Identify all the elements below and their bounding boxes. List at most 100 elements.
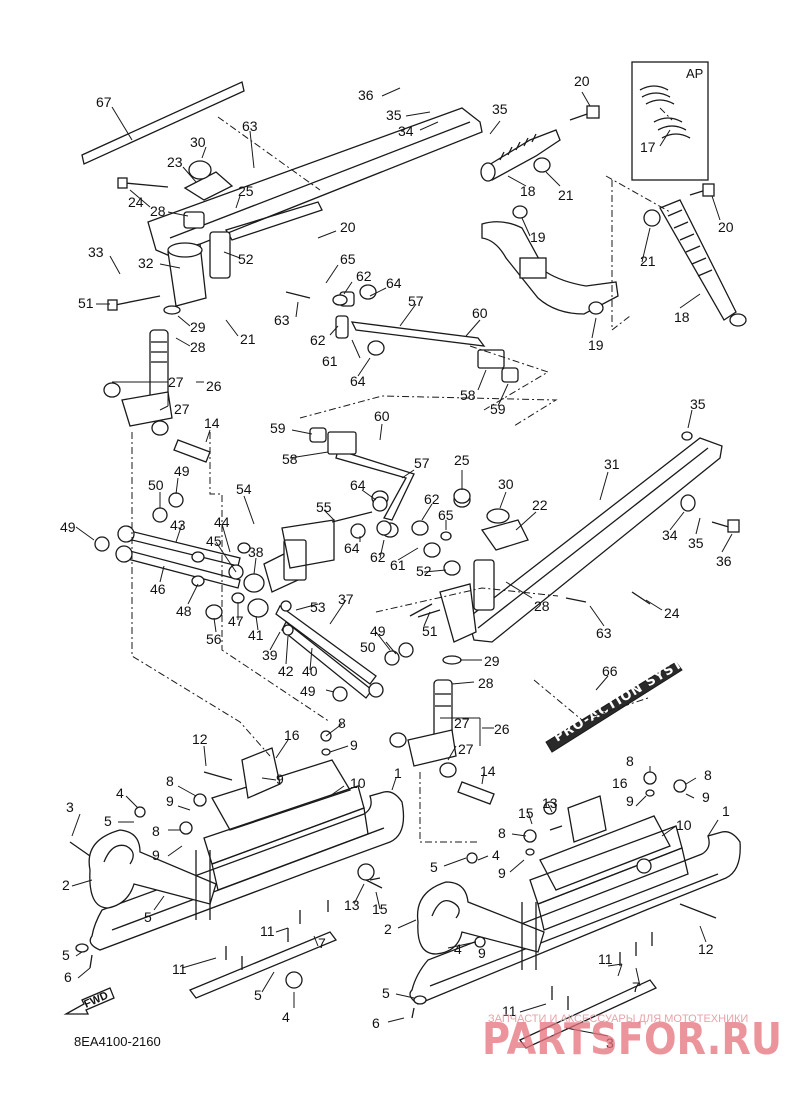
callout-4: 4 [116, 785, 124, 801]
decal-text: PRO-ACTION SYSTEM [551, 644, 706, 745]
callout-14: 14 [204, 415, 220, 431]
callout-50: 50 [148, 477, 164, 493]
callout-20: 20 [718, 219, 734, 235]
callout-51: 51 [422, 623, 438, 639]
callout-4: 4 [282, 1009, 290, 1025]
callout-15: 15 [518, 805, 534, 821]
callout-57: 57 [414, 455, 430, 471]
callout-16: 16 [612, 775, 628, 791]
callout-29: 29 [190, 319, 206, 335]
callout-34: 34 [662, 527, 678, 543]
callout-49: 49 [300, 683, 316, 699]
callout-22: 22 [532, 497, 548, 513]
callout-11: 11 [502, 1003, 517, 1019]
callout-8: 8 [338, 715, 346, 731]
callout-41: 41 [248, 627, 264, 643]
callout-36: 36 [358, 87, 374, 103]
callout-8: 8 [626, 753, 634, 769]
callout-5: 5 [62, 947, 70, 963]
callout-49: 49 [370, 623, 386, 639]
callout-64: 64 [350, 477, 366, 493]
callout-63: 63 [242, 118, 258, 134]
callout-12: 12 [192, 731, 208, 747]
callout-27: 27 [458, 741, 474, 757]
leader-lines [71, 87, 733, 1037]
callout-11: 11 [598, 951, 613, 967]
callout-55: 55 [316, 499, 332, 515]
inset-label: AP [686, 66, 703, 81]
callout-7: 7 [318, 935, 326, 951]
callout-9: 9 [702, 789, 710, 805]
callout-52: 52 [238, 251, 254, 267]
callout-4: 4 [454, 941, 462, 957]
callout-18: 18 [674, 309, 690, 325]
callout-10: 10 [350, 775, 366, 791]
callout-39: 39 [262, 647, 278, 663]
watermark-caption: ЗАПЧАСТИ И АКСЕССУАРЫ ДЛЯ МОТОТЕХНИКИ [488, 1013, 748, 1025]
callout-33: 33 [88, 244, 104, 260]
callout-63: 63 [596, 625, 612, 641]
callout-9: 9 [166, 793, 174, 809]
callout-51: 51 [78, 295, 94, 311]
callout-66: 66 [602, 663, 618, 679]
callout-60: 60 [374, 408, 390, 424]
callout-26: 26 [206, 378, 222, 394]
callout-5: 5 [144, 909, 152, 925]
callout-40: 40 [302, 663, 318, 679]
callout-47: 47 [228, 613, 244, 629]
callout-18: 18 [520, 183, 536, 199]
callout-36: 36 [716, 553, 732, 569]
callout-35: 35 [492, 101, 508, 117]
callout-59: 59 [490, 401, 506, 417]
callout-1: 1 [394, 765, 402, 781]
callout-21: 21 [558, 187, 574, 203]
callout-2: 2 [62, 877, 70, 893]
callout-28: 28 [150, 203, 166, 219]
callout-14: 14 [480, 763, 496, 779]
callout-62: 62 [310, 332, 326, 348]
callout-67: 67 [96, 94, 112, 110]
callout-59: 59 [270, 420, 286, 436]
callout-8: 8 [704, 767, 712, 783]
callout-26: 26 [494, 721, 510, 737]
callout-64: 64 [350, 373, 366, 389]
callout-5: 5 [254, 987, 262, 1003]
callout-15: 15 [372, 901, 388, 917]
callout-28: 28 [534, 598, 550, 614]
callout-13: 13 [344, 897, 360, 913]
callout-49: 49 [174, 463, 190, 479]
callout-64: 64 [344, 540, 360, 556]
callout-6: 6 [64, 969, 72, 985]
callout-48: 48 [176, 603, 192, 619]
callout-labels: 67 63 30 23 25 24 28 36 35 34 35 20 18 2… [60, 66, 734, 1051]
callout-43: 43 [170, 517, 186, 533]
callout-58: 58 [460, 387, 476, 403]
callout-20: 20 [574, 73, 590, 89]
callout-8: 8 [166, 773, 174, 789]
callout-9: 9 [152, 847, 160, 863]
callout-5: 5 [430, 859, 438, 875]
callout-4: 4 [492, 847, 500, 863]
callout-42: 42 [278, 663, 294, 679]
callout-9: 9 [498, 865, 506, 881]
callout-1: 1 [722, 803, 730, 819]
callout-35: 35 [688, 535, 704, 551]
watermark: ЗАПЧАСТИ И АКСЕССУАРЫ ДЛЯ МОТОТЕХНИКИ PA… [482, 1013, 782, 1065]
callout-24: 24 [664, 605, 680, 621]
callout-53: 53 [310, 599, 326, 615]
fwd-label: FWD [82, 990, 110, 1011]
callout-34: 34 [398, 123, 414, 139]
callout-8: 8 [498, 825, 506, 841]
callout-27: 27 [174, 401, 190, 417]
callout-5: 5 [104, 813, 112, 829]
callout-5: 5 [382, 985, 390, 1001]
callout-25: 25 [454, 452, 470, 468]
callout-27: 27 [454, 715, 470, 731]
callout-30: 30 [498, 476, 514, 492]
callout-21: 21 [640, 253, 656, 269]
callout-57: 57 [408, 293, 424, 309]
callout-13: 13 [542, 795, 558, 811]
watermark-brand: PARTSFOR.RU [482, 1014, 782, 1065]
callout-9: 9 [276, 771, 284, 787]
